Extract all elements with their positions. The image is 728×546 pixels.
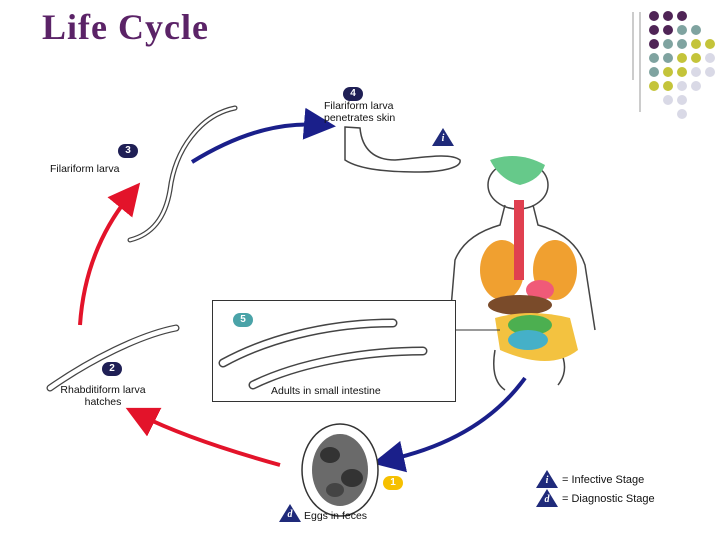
dot [649, 11, 659, 21]
arrow-rhabditiform-to-filariform [78, 182, 141, 326]
infective-stage-badge: i [432, 128, 454, 146]
legend-infective-label: = Infective Stage [562, 474, 645, 486]
stage-3-label: Filariform larva [50, 163, 120, 175]
human-host-drawing [449, 156, 596, 391]
dot [649, 81, 659, 91]
dot [691, 53, 701, 63]
dot-grid [649, 11, 715, 119]
dot [649, 53, 659, 63]
dot [691, 39, 701, 49]
stage-5-badge: 5 [233, 313, 253, 327]
arrow-host-to-eggs [372, 376, 527, 473]
stage-2-badge: 2 [102, 362, 122, 376]
dot [705, 53, 715, 63]
dot [677, 53, 687, 63]
dot [677, 81, 687, 91]
stage-1-badge: 1 [383, 476, 403, 490]
dot [677, 67, 687, 77]
dot [705, 67, 715, 77]
dot [691, 67, 701, 77]
stage-3-badge: 3 [118, 144, 138, 158]
dot [663, 81, 673, 91]
stage-4-label-line1: Filariform larva [324, 100, 394, 112]
stage-4-label-line2: penetrates skin [324, 112, 396, 124]
foot-drawing [344, 126, 461, 173]
dot [677, 109, 687, 119]
dot [663, 53, 673, 63]
stage-2-label-line1: Rhabditiform larva [60, 384, 146, 396]
stage-1-label: Eggs in feces [304, 510, 368, 522]
dot [677, 39, 687, 49]
legend-diagnostic-label: = Diagnostic Stage [562, 493, 655, 505]
dot [705, 39, 715, 49]
adults-box: 5 Adults in small intestine [212, 300, 456, 402]
stage-5-label: Adults in small intestine [271, 385, 381, 397]
dot [649, 67, 659, 77]
legend-infective-icon: i [536, 470, 558, 488]
dot [663, 95, 673, 105]
arrow-eggs-to-rhabditiform [125, 407, 281, 467]
page-title: Life Cycle [42, 7, 209, 47]
dot [677, 25, 687, 35]
arrow-filariform-to-skin [190, 107, 336, 164]
rhabditiform-larva-drawing [46, 324, 180, 392]
dot [663, 39, 673, 49]
dot [663, 11, 673, 21]
dot [691, 81, 701, 91]
filariform-larva-drawing [127, 105, 238, 243]
stage-4-badge: 4 [343, 87, 363, 101]
stage-2-label-line2: hatches [84, 396, 122, 408]
dot [677, 95, 687, 105]
dot [649, 25, 659, 35]
dot [677, 11, 687, 21]
diagnostic-stage-badge: d [279, 504, 301, 522]
dot [649, 39, 659, 49]
dot [663, 67, 673, 77]
dot [691, 25, 701, 35]
dot [663, 25, 673, 35]
egg-drawing [301, 423, 379, 517]
legend-diagnostic-icon: d [536, 489, 558, 507]
adult-worms-drawing [218, 318, 428, 390]
